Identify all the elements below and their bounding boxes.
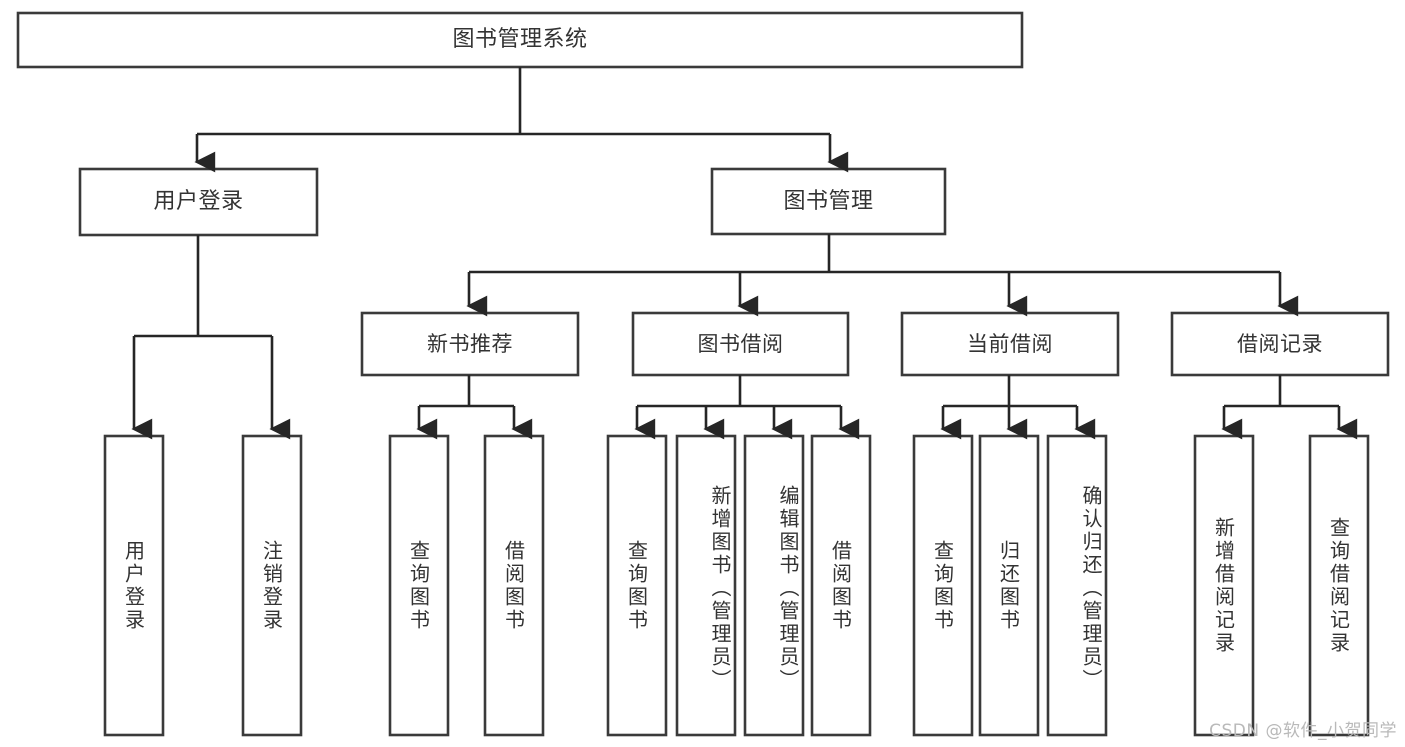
leaf-box-book-borrow-0 (606, 434, 668, 737)
node-box-book-borrow (631, 311, 850, 377)
watermark-text: CSDN @软件_小贺同学 (1209, 721, 1397, 741)
leaf-box-current-borrow-2 (1046, 434, 1108, 737)
leaf-box-book-borrow-1 (675, 434, 737, 737)
node-box-current-borrow (900, 311, 1120, 377)
leaf-box-current-borrow-0 (912, 434, 974, 737)
node-box-book-manage (710, 167, 947, 236)
leaf-box-book-borrow-2 (743, 434, 805, 737)
leaf-box-user-login-0 (103, 434, 165, 737)
leaf-box-new-book-0 (388, 434, 450, 737)
node-box-borrow-record (1170, 311, 1390, 377)
leaf-box-book-borrow-3 (810, 434, 872, 737)
node-box-root (16, 11, 1024, 69)
leaf-box-borrow-record-1 (1308, 434, 1370, 737)
leaf-box-new-book-1 (483, 434, 545, 737)
leaf-box-current-borrow-1 (978, 434, 1040, 737)
node-box-user-login (78, 167, 319, 237)
leaf-box-borrow-record-0 (1193, 434, 1255, 737)
leaf-box-user-login-1 (241, 434, 303, 737)
node-box-new-book (360, 311, 580, 377)
